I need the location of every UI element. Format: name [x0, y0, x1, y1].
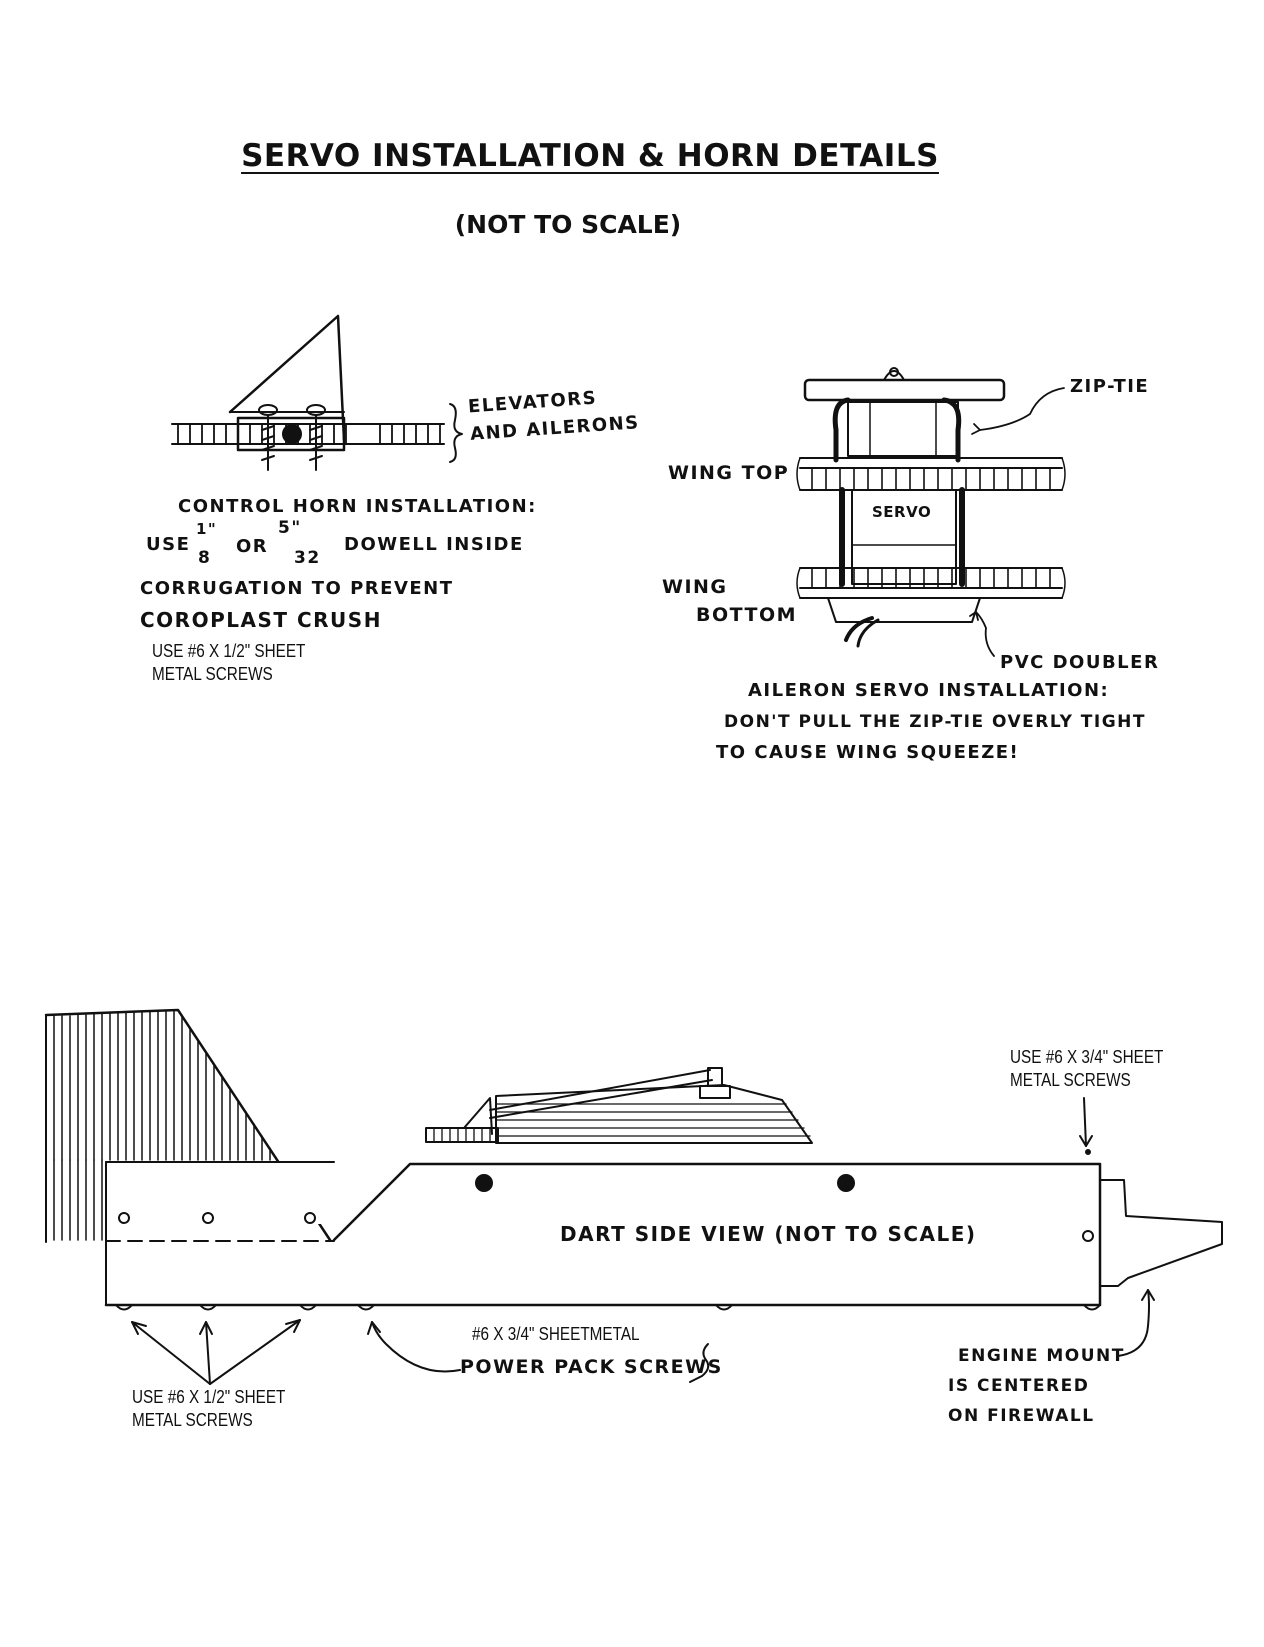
engine-mount-label-line3: ON FIREWALL [948, 1406, 1095, 1426]
fraction-2-denominator: 32 [294, 548, 321, 568]
bottom-left-screw-note-line1: USE #6 X 1/2" SHEET [132, 1387, 286, 1407]
wing-bottom-label-line1: WING [662, 576, 728, 598]
aileron-servo-drawing [796, 367, 1066, 657]
wing-stack-lines [495, 1103, 811, 1137]
dart-side-view-label: DART SIDE VIEW (NOT TO SCALE) [560, 1222, 977, 1246]
control-horn-caption-line4: COROPLAST CRUSH [140, 608, 382, 632]
aileron-caption-line2: DON'T PULL THE ZIP-TIE OVERLY TIGHT [724, 712, 1147, 732]
page-subtitle: (NOT TO SCALE) [454, 210, 682, 239]
fraction-1-numerator: 1" [196, 520, 218, 538]
page-title: SERVO INSTALLATION & HORN DETAILS [241, 138, 939, 174]
servo-label: SERVO [872, 503, 932, 521]
wing-top-label: WING TOP [668, 462, 790, 484]
control-horn-caption-line3: CORRUGATION TO PREVENT [140, 578, 454, 599]
wing-bottom-corrugation [811, 567, 1051, 589]
control-horn-caption-dowel: DOWELL INSIDE [344, 534, 524, 555]
engine-mount-label-line2: IS CENTERED [948, 1376, 1090, 1396]
fin-hatching [53, 1009, 271, 1241]
top-right-screw-note-line2: METAL SCREWS [1010, 1070, 1131, 1090]
engine-mount-label-line1: ENGINE MOUNT [958, 1346, 1125, 1366]
bottom-left-screw-note-line2: METAL SCREWS [132, 1410, 253, 1430]
fraction-2-numerator: 5" [278, 518, 302, 538]
dart-side-view-drawing [44, 1008, 1223, 1385]
control-horn-caption-use: USE [146, 534, 191, 555]
pvc-doubler-label: PVC DOUBLER [1000, 652, 1160, 673]
horn-screw-note-line1: USE #6 X 1/2" SHEET [152, 641, 306, 661]
horn-screw-note-line2: METAL SCREWS [152, 664, 273, 684]
horn-corrugation [177, 423, 441, 445]
control-horn-caption-or: OR [236, 536, 269, 557]
zip-tie-label: ZIP-TIE [1070, 376, 1150, 397]
power-pack-screw-spec: #6 X 3/4" SHEETMETAL [472, 1324, 640, 1344]
wing-top-corrugation [811, 467, 1051, 491]
top-right-screw-note-line1: USE #6 X 3/4" SHEET [1010, 1047, 1164, 1067]
wing-bottom-label-line2: BOTTOM [696, 604, 798, 626]
aileron-caption-line3: TO CAUSE WING SQUEEZE! [716, 742, 1020, 763]
control-horn-caption-line1: CONTROL HORN INSTALLATION: [178, 496, 537, 517]
aileron-caption-line1: AILERON SERVO INSTALLATION: [748, 680, 1110, 701]
control-horn-drawing [171, 314, 463, 471]
fraction-1-denominator: 8 [198, 548, 212, 568]
power-pack-screws-label: POWER PACK SCREWS [460, 1356, 723, 1378]
